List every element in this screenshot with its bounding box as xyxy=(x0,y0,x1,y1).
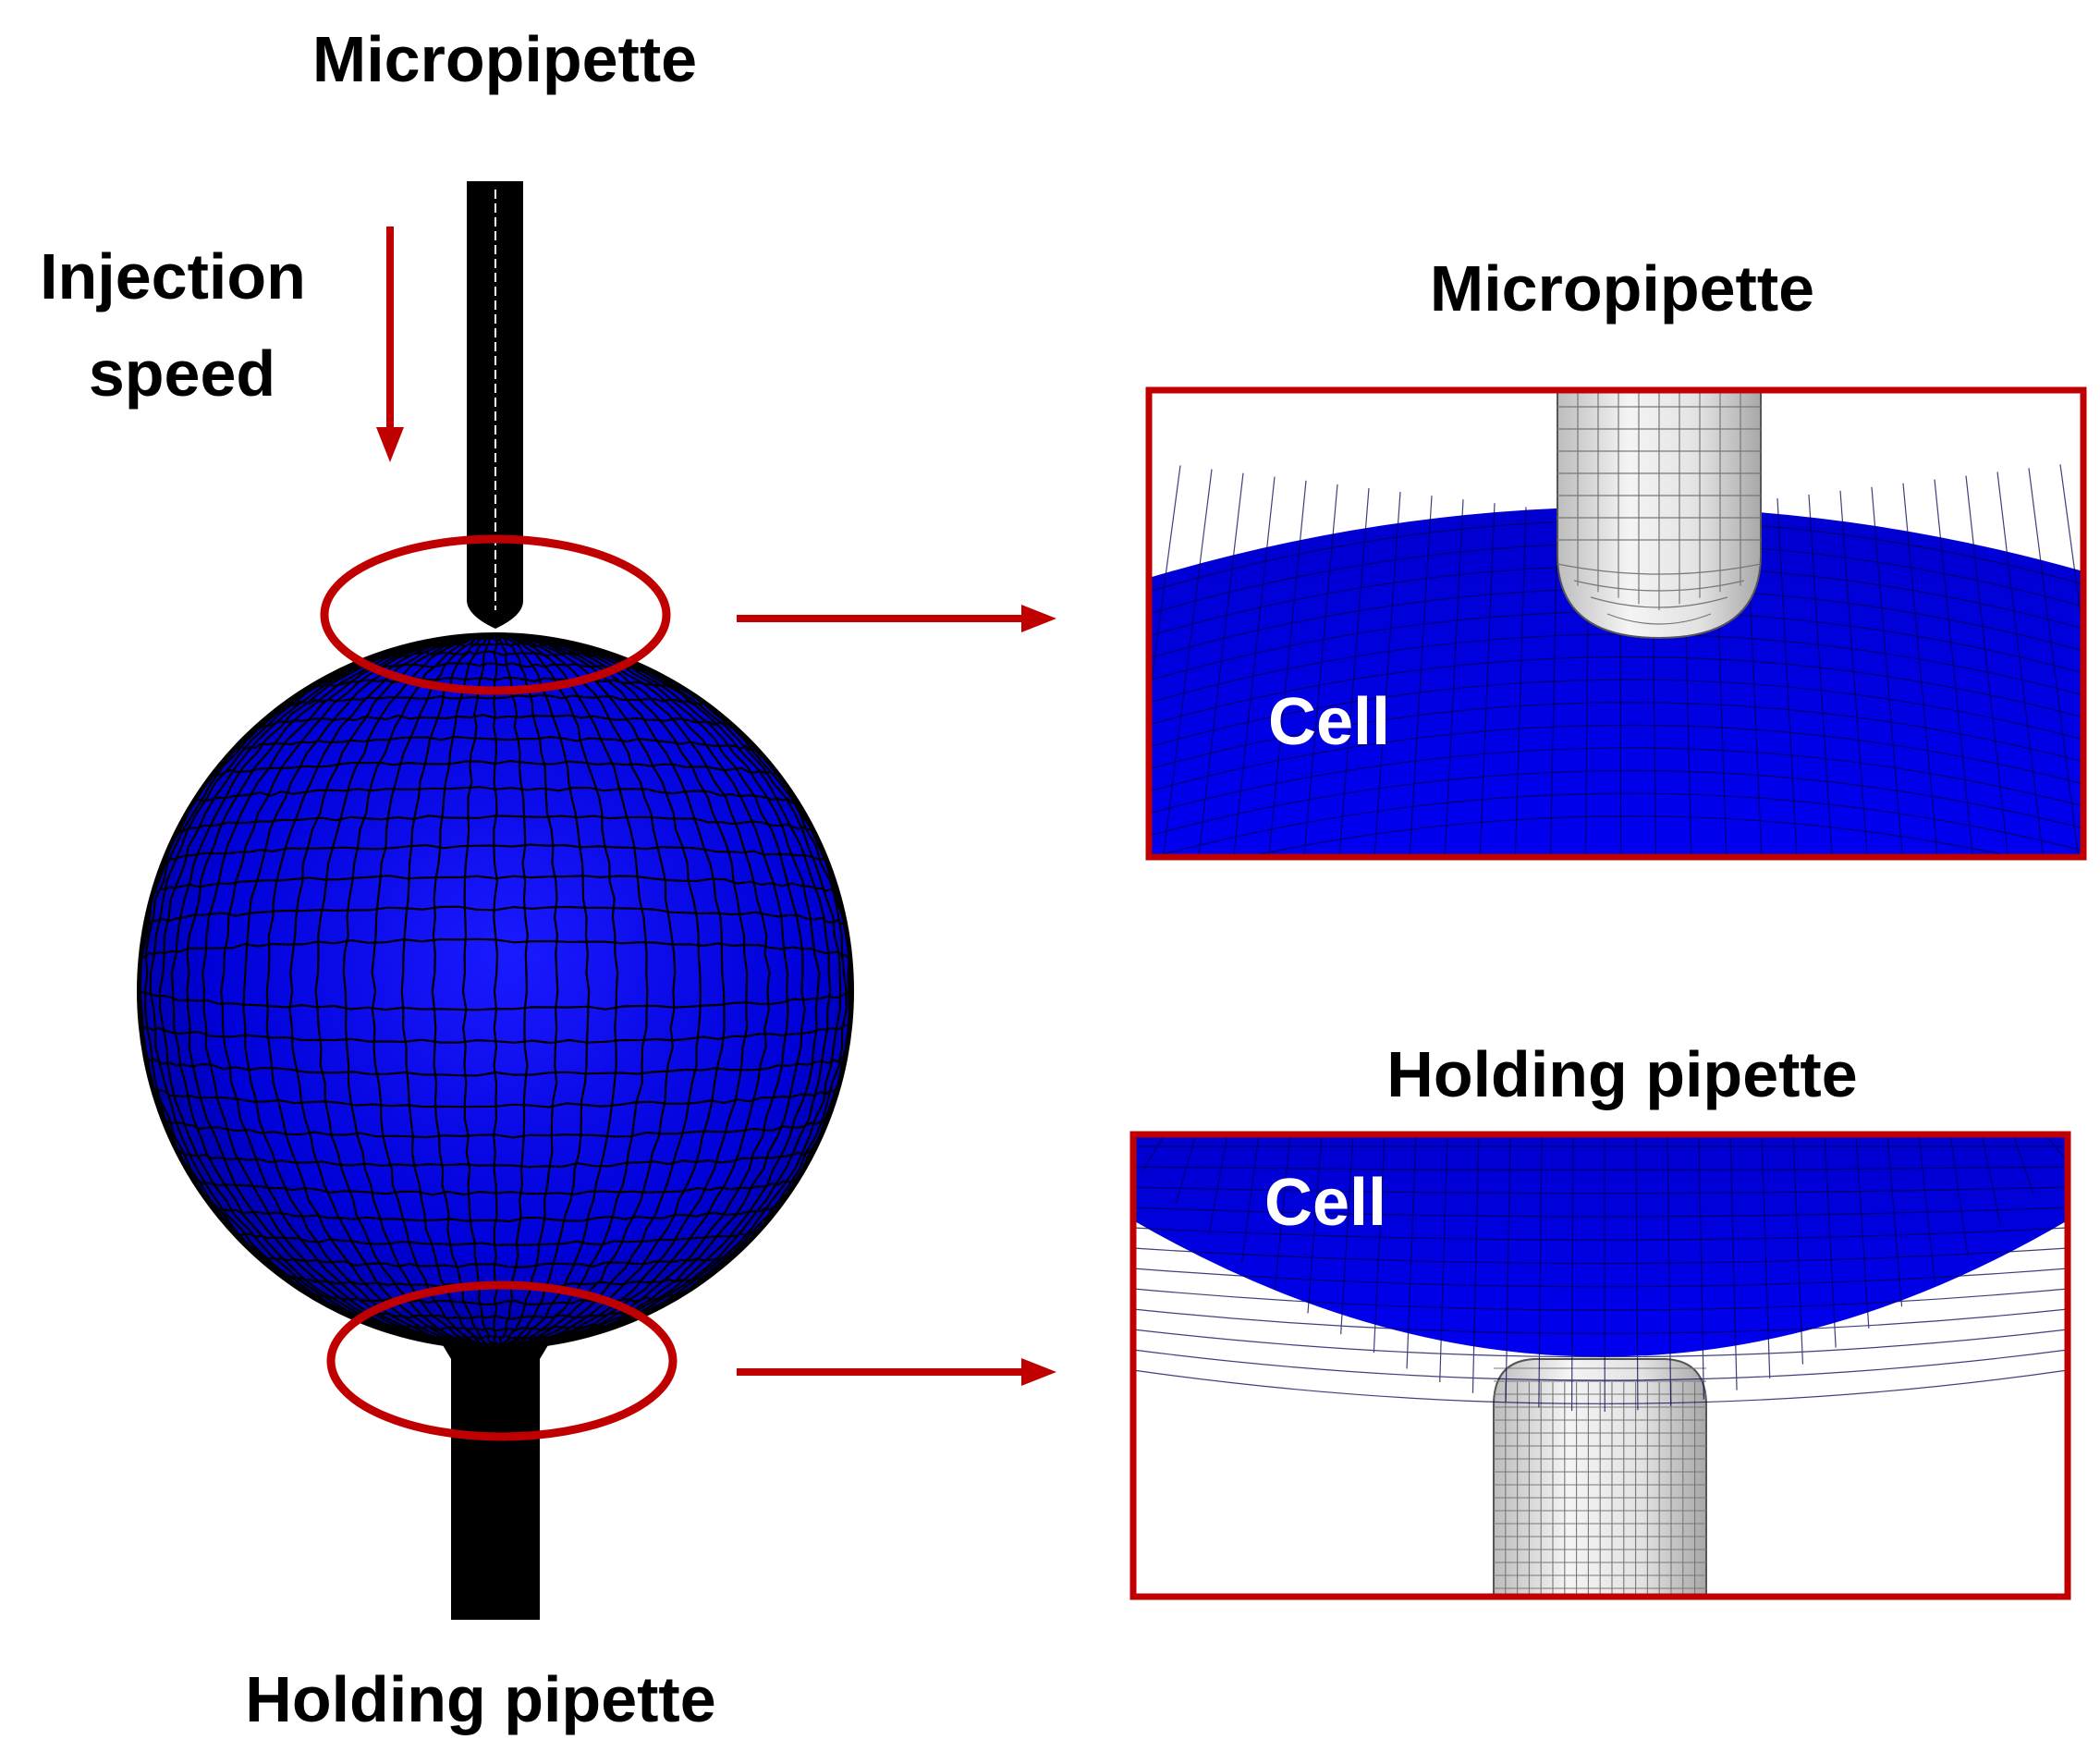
zoom-panel-micropipette: Cell xyxy=(1145,386,2087,861)
injection-speed-label-line2: speed xyxy=(89,337,275,410)
micropipette xyxy=(467,181,523,629)
holding-pipette xyxy=(434,1331,556,1620)
zoom-top-title: Micropipette xyxy=(1430,252,1814,325)
zoom-bottom-title: Holding pipette xyxy=(1386,1038,1857,1110)
bottom-contact-highlight xyxy=(326,1280,678,1441)
cell-sphere xyxy=(137,632,854,1350)
micropipette-label: Micropipette xyxy=(312,23,697,95)
arrow-right-icon xyxy=(737,605,1056,632)
zoom-panel-holding-pipette: Cell xyxy=(1129,1131,2071,1600)
top-contact-highlight xyxy=(320,534,671,695)
arrow-right-icon xyxy=(737,1358,1056,1386)
zoom-bottom-cell-label: Cell xyxy=(1264,1166,1386,1240)
arrow-down-icon xyxy=(376,227,404,462)
injection-speed-label-line1: Injection xyxy=(40,240,306,312)
holding-pipette-label: Holding pipette xyxy=(245,1663,715,1735)
zoom-top-cell-label: Cell xyxy=(1268,685,1390,759)
